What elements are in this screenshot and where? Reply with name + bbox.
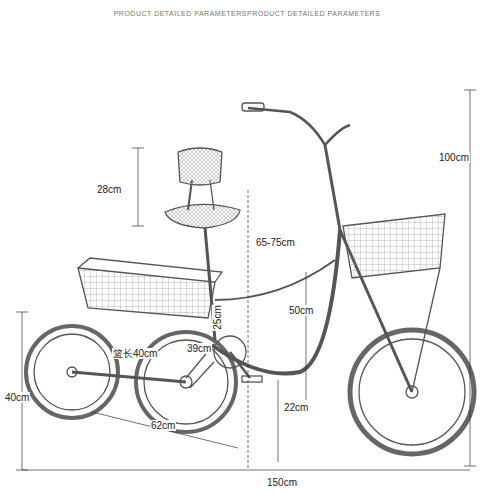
dimension-label: 40cm [4,392,30,403]
dimension-label: 62cm [150,420,176,431]
dimension-label: 50cm [288,305,314,316]
dimension-label: 25cm [212,304,223,330]
dimension-label: 39cm [186,343,212,354]
dimension-label: 22cm [283,402,309,413]
dimension-label: 65-75cm [255,237,296,248]
dimension-label: 100cm [438,152,470,163]
dimension-label: 150cm [266,477,298,488]
dimension-label: 篮长40cm [112,348,158,359]
dimension-label: 28cm [96,184,122,195]
dimension-lines [16,90,476,470]
header-title: PRODUCT DETAILED PARAMETERSPRODUCT DETAI… [0,10,494,17]
bike-lines [26,103,474,454]
